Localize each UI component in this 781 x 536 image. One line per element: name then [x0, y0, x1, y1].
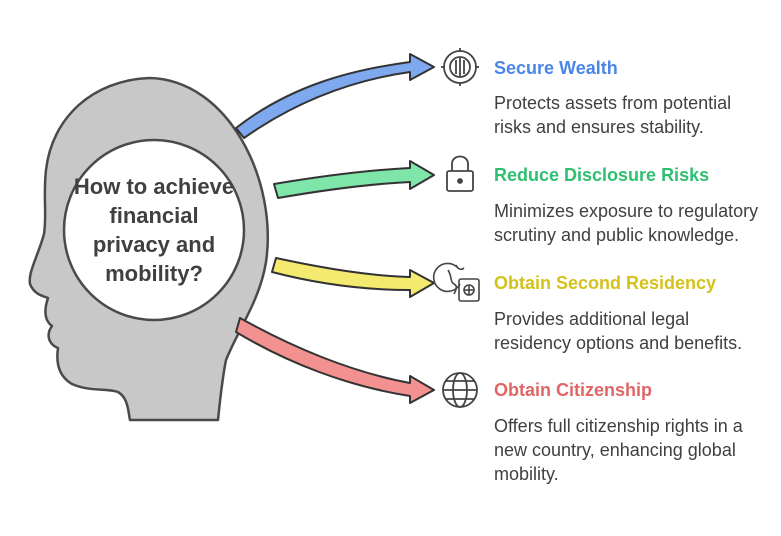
arrow-reduce-disclosure: [273, 160, 435, 199]
padlock-icon: [446, 155, 474, 192]
arrow-citizenship: [235, 317, 435, 404]
globe-icon: [442, 372, 478, 408]
passport-globe-icon: [432, 262, 480, 302]
safe-dial-icon: [441, 48, 479, 86]
item-description-reduce-disclosure-risks: Minimizes exposure to regulatory scrutin…: [494, 201, 759, 245]
item-title-obtain-second-residency: Obtain Second Residency: [494, 273, 717, 293]
arrow-secure-wealth: [235, 53, 435, 139]
item-description-obtain-citizenship: Offers full citizenship rights in a new …: [494, 416, 743, 484]
item-title-obtain-citizenship: Obtain Citizenship: [494, 380, 653, 400]
central-question: How to achieve financial privacy and mob…: [73, 174, 235, 286]
arrow-second-residency: [271, 257, 435, 298]
item-description-obtain-second-residency: Provides additional legal residency opti…: [494, 309, 743, 353]
thought-circle: [62, 138, 246, 322]
item-description-secure-wealth: Protects assets from potential risks and…: [494, 93, 732, 137]
item-title-reduce-disclosure-risks: Reduce Disclosure Risks: [494, 165, 710, 185]
item-title-secure-wealth: Secure Wealth: [494, 58, 618, 78]
